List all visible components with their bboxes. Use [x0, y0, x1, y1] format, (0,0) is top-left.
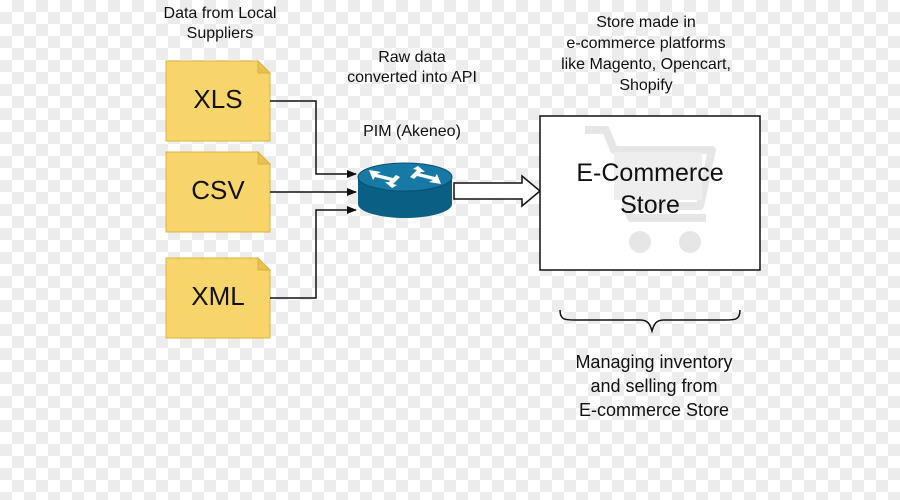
document-csv: [165, 150, 272, 233]
document-label-xml: XML: [191, 281, 245, 311]
document-xml: [165, 256, 272, 339]
router-icon: [357, 162, 453, 218]
connector-xml-to-pim: [270, 206, 357, 299]
platforms-caption: Store made in e-commerce platforms like …: [561, 14, 731, 94]
document-xls: [165, 59, 272, 142]
store-title: E-Commerce Store: [576, 159, 724, 219]
connector-xls-to-pim: [270, 100, 357, 178]
document-label-xls: XLS: [193, 84, 243, 114]
sources-caption: Data from Local Suppliers: [163, 5, 277, 42]
shopping-cart-icon: [585, 126, 716, 253]
pim-caption: PIM (Akeneo): [363, 123, 461, 140]
flow-arrow-pim-to-store: [453, 174, 542, 208]
raw-data-caption: Raw data converted into API: [347, 49, 477, 86]
curly-brace: [559, 309, 741, 334]
managing-caption: Managing inventory and selling from E-co…: [575, 352, 733, 420]
document-label-csv: CSV: [191, 175, 245, 205]
